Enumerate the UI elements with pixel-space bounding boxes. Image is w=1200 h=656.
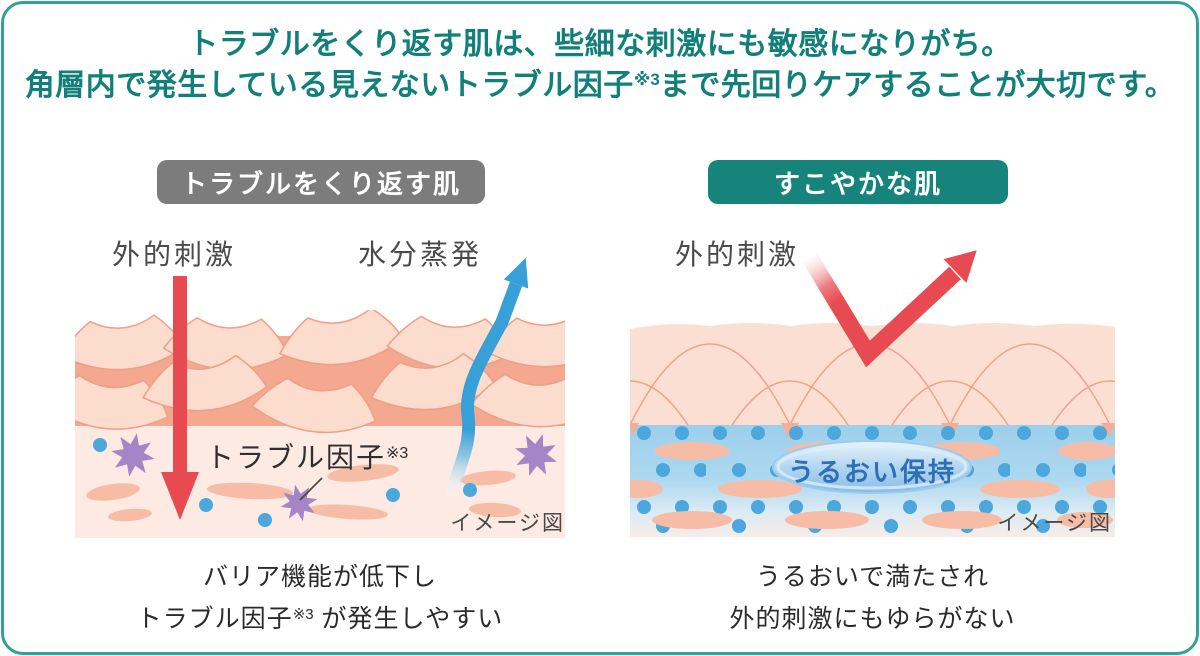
impact-arrow-down-icon [161, 276, 199, 520]
bounce-arrow-icon [802, 250, 977, 368]
right-caption-line1-text: うるおいで満たされ [755, 563, 990, 591]
left-caption-line2-text-after: が発生しやすい [313, 605, 504, 633]
left-skin-illustration [75, 310, 565, 538]
badge-trouble-skin-label: トラブルをくり返す肌 [180, 168, 461, 199]
headline-line1: トラブルをくり返す肌は、些細な刺激にも敏感になりがち。 [0, 24, 1200, 65]
trouble-factor-pointer-line [299, 477, 323, 501]
headline-footnote-mark: ※3 [633, 70, 660, 89]
left-caption-footnote-mark: ※3 [292, 606, 314, 623]
headline-line2-text: 角層内で発生している見えないトラブル因子 [24, 69, 634, 102]
headline-line2: 角層内で発生している見えないトラブル因子※3まで先回りケアすることが大切です。 [0, 65, 1200, 110]
right-caption: うるおいで満たされ 外的刺激にもゆらがない [630, 556, 1115, 640]
evaporation-arrow-up-icon [445, 257, 529, 498]
left-caption-line2-text: トラブル因子 [136, 605, 293, 633]
headline: トラブルをくり返す肌は、些細な刺激にも敏感になりがち。 角層内で発生している見え… [0, 24, 1200, 110]
moisture-capsule [772, 440, 972, 494]
trouble-factor-text: トラブル因子 [206, 442, 387, 473]
moisture-retention-text: うるおい保持 [787, 457, 956, 487]
right-skin-illustration [630, 323, 1115, 537]
image-note-left: イメージ図 [400, 507, 565, 537]
headline-line1-text: トラブルをくり返す肌は、些細な刺激にも敏感になりがち。 [188, 28, 1012, 61]
left-caption-line1: バリア機能が低下し [75, 556, 565, 598]
image-note-right: イメージ図 [950, 507, 1112, 537]
external-stimulus-text-right: 外的刺激 [675, 239, 800, 270]
trouble-factor-footnote-mark: ※3 [386, 445, 409, 462]
external-stimulus-text: 外的刺激 [112, 239, 237, 270]
external-stimulus-label-right: 外的刺激 [675, 233, 799, 273]
right-corneum-layer [630, 323, 1115, 425]
left-moisture-dots [93, 438, 477, 527]
left-caption-line1-text: バリア機能が低下し [202, 563, 437, 591]
right-caption-line1: うるおいで満たされ [630, 556, 1115, 598]
left-caption-line2: トラブル因子※3 が発生しやすい [75, 598, 565, 644]
badge-trouble-skin: トラブルをくり返す肌 [157, 160, 485, 204]
evaporation-label: 水分蒸発 [358, 233, 482, 273]
external-stimulus-label-left: 外的刺激 [112, 233, 236, 273]
badge-healthy-skin-label: すこやかな肌 [773, 168, 942, 199]
image-note-right-text: イメージ図 [997, 512, 1112, 535]
image-note-left-text: イメージ図 [450, 512, 565, 535]
badge-healthy-skin: すこやかな肌 [708, 160, 1008, 204]
evaporation-text: 水分蒸発 [358, 239, 483, 270]
moisture-retention-label: うるおい保持 [772, 452, 972, 489]
trouble-factor-label: トラブル因子※3 [206, 436, 408, 476]
left-lipid-ovals [86, 464, 521, 522]
right-caption-line2-text: 外的刺激にもゆらがない [729, 605, 1016, 633]
right-caption-line2: 外的刺激にもゆらがない [630, 598, 1115, 640]
left-caption: バリア機能が低下し トラブル因子※3 が発生しやすい [75, 556, 565, 644]
headline-line2-text-after: まで先回りケアすることが大切です。 [659, 69, 1176, 102]
